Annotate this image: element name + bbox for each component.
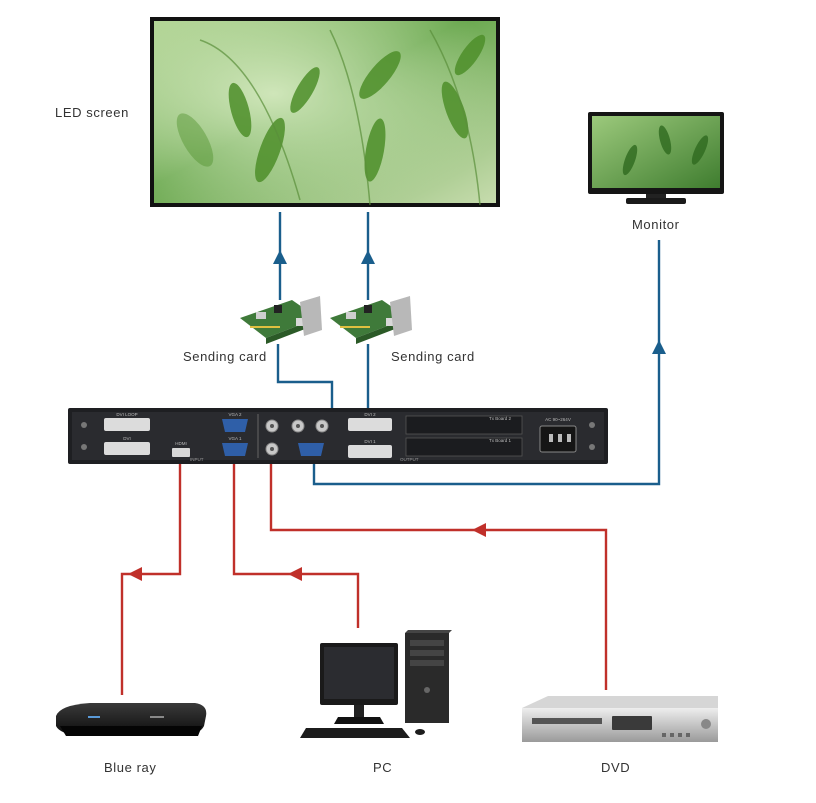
- txboard1-label: Tx Board 1: [489, 438, 512, 443]
- dvd-label: DVD: [601, 760, 631, 775]
- txboard2-label: Tx Board 2: [489, 416, 512, 421]
- blue-ray-player: [56, 703, 207, 736]
- vga1-label: VGA 1: [228, 436, 242, 441]
- sending-card-2: [330, 296, 412, 344]
- sending-card-2-label: Sending card: [391, 349, 475, 364]
- input-section-label: INPUT: [190, 457, 204, 462]
- line-vga-to-monitor: [312, 240, 661, 486]
- line-bluray-to-hdmi: [120, 462, 182, 695]
- monitor-label: Monitor: [632, 217, 680, 232]
- output-section-label: OUTPUT: [400, 457, 419, 462]
- arrow-up-card2: [361, 250, 375, 264]
- monitor: [588, 112, 724, 204]
- pc: [300, 630, 452, 738]
- vga2-label: VGA 2: [228, 412, 242, 417]
- sending-card-1-label: Sending card: [183, 349, 267, 364]
- input-arrows: [128, 523, 486, 581]
- arrow-up-card1: [273, 250, 287, 264]
- pc-label: PC: [373, 760, 393, 775]
- sending-card-1: [240, 296, 322, 344]
- dvi-in-label: DVI: [123, 436, 131, 441]
- arrow-pc: [288, 567, 302, 581]
- arrow-bluray: [128, 567, 142, 581]
- video-processor: DVI LOOP DVI HDMI VGA 2 VGA 1 DVI 2 DVI …: [68, 408, 608, 464]
- arrow-dvd: [472, 523, 486, 537]
- dvi-loop-label: DVI LOOP: [116, 412, 137, 417]
- hdmi-label: HDMI: [175, 441, 187, 446]
- dvd-player: [522, 696, 718, 742]
- dvi1-label: DVI 1: [364, 439, 376, 444]
- led-screen: [150, 17, 500, 207]
- power-label: AC 90~264V: [545, 417, 571, 422]
- dvi2-label: DVI 2: [364, 412, 376, 417]
- arrow-up-monitor: [652, 340, 666, 354]
- line-dvd-to-video: [269, 460, 608, 690]
- led-screen-label: LED screen: [55, 105, 129, 120]
- blue-ray-label: Blue ray: [104, 760, 157, 775]
- output-arrows: [273, 250, 666, 354]
